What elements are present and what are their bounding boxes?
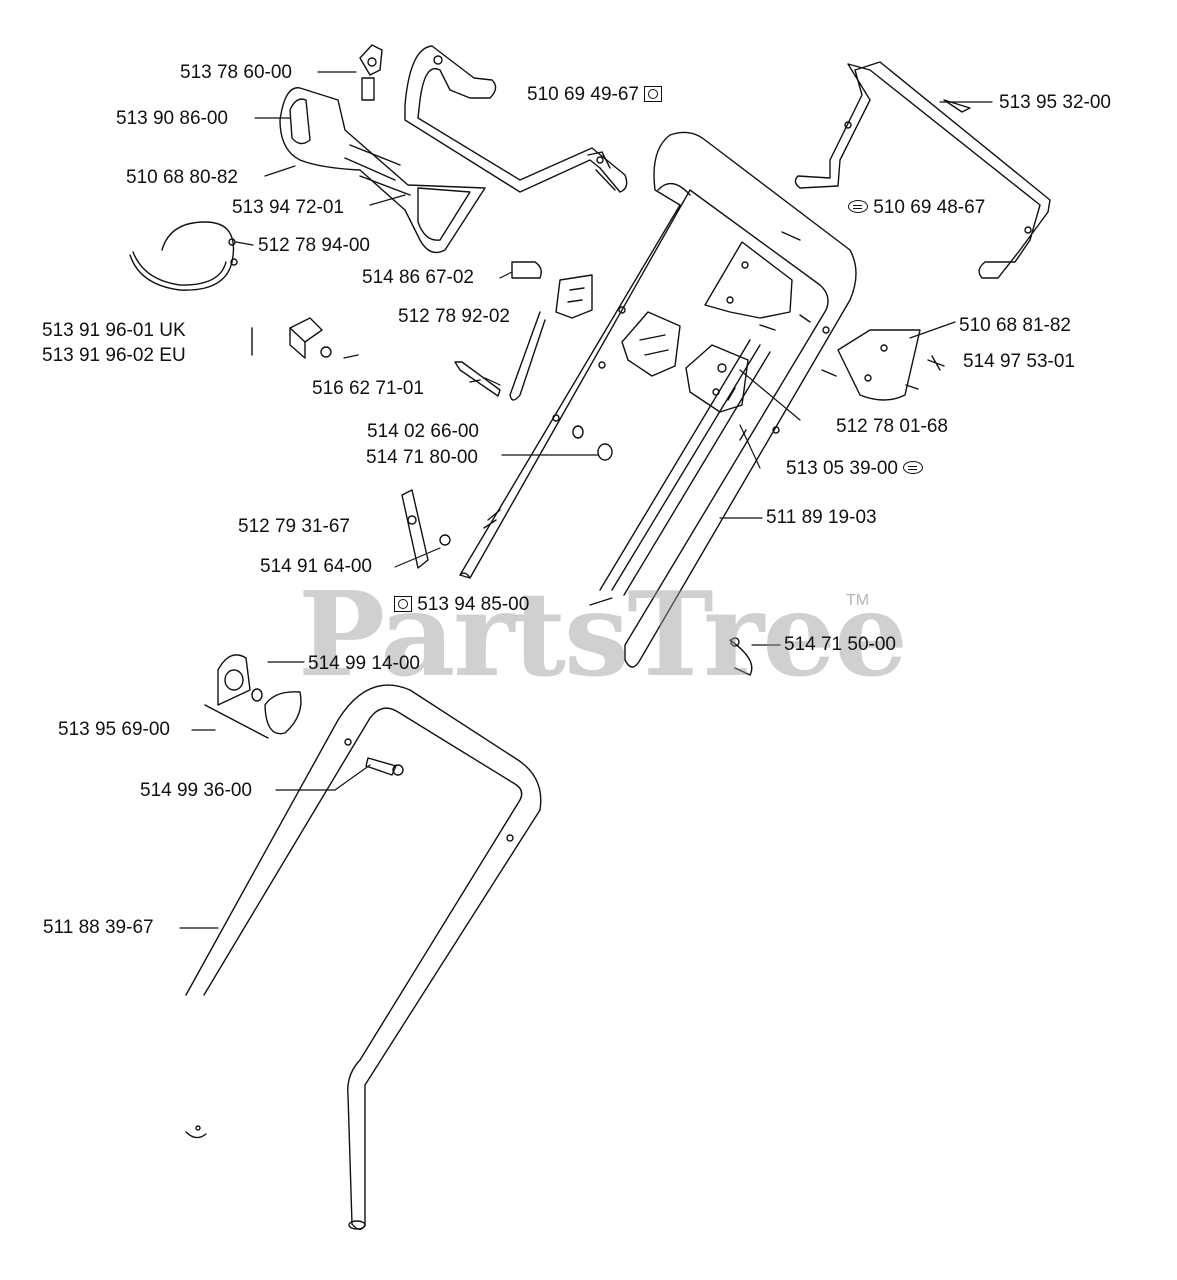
part-label-512-78-94-00[interactable]: 512 78 94-00 [258, 235, 370, 256]
part-label-512-78-92-02[interactable]: 512 78 92-02 [398, 306, 510, 327]
part-label-514-71-50-00[interactable]: 514 71 50-00 [784, 634, 896, 655]
cap-knob-part [204, 654, 302, 739]
part-label-514-02-66-00[interactable]: 514 02 66-00 [367, 421, 479, 442]
switch-box-part [509, 261, 593, 401]
part-label-513-90-86-00[interactable]: 513 90 86-00 [116, 108, 228, 129]
part-label-510-69-49-67[interactable]: 510 69 49-67 [527, 84, 663, 106]
part-label-513-91-96-02-eu[interactable]: 513 91 96-02 EU [42, 345, 186, 366]
part-label-512-78-01-68[interactable]: 512 78 01-68 [836, 416, 948, 437]
boxed-gear-icon [394, 596, 412, 612]
upper-handle-part [459, 131, 857, 668]
part-label-516-62-71-01[interactable]: 516 62 71-01 [312, 378, 424, 399]
part-label-510-68-81-82[interactable]: 510 68 81-82 [959, 315, 1071, 336]
boxed-gear-icon [644, 86, 663, 102]
part-label-513-94-85-00[interactable]: 513 94 85-00 [394, 594, 529, 616]
part-label-513-95-32-00[interactable]: 513 95 32-00 [999, 92, 1111, 113]
part-label-514-99-14-00[interactable]: 514 99 14-00 [308, 653, 420, 674]
part-label-514-91-64-00[interactable]: 514 91 64-00 [260, 556, 372, 577]
control-bar-left-part [404, 45, 628, 193]
grip-part [279, 87, 486, 254]
part-label-511-88-39-67[interactable]: 511 88 39-67 [43, 917, 154, 938]
connector-part [251, 317, 359, 359]
trademark-mark: TM [846, 592, 870, 609]
oval-stamp-icon [903, 461, 924, 474]
part-label-513-94-72-01[interactable]: 513 94 72-01 [232, 197, 344, 218]
leader-lines [179, 71, 993, 929]
bracket-plates [621, 231, 945, 413]
part-label-512-79-31-67[interactable]: 512 79 31-67 [238, 516, 350, 537]
part-label-513-78-60-00[interactable]: 513 78 60-00 [180, 62, 292, 83]
part-label-514-99-36-00[interactable]: 514 99 36-00 [140, 780, 252, 801]
oval-stamp-icon [848, 200, 868, 213]
part-label-513-05-39-00[interactable]: 513 05 39-00 [786, 458, 924, 480]
part-label-514-97-53-01[interactable]: 514 97 53-01 [963, 351, 1075, 372]
part-label-511-89-19-03[interactable]: 511 89 19-03 [766, 507, 877, 528]
part-label-514-71-80-00[interactable]: 514 71 80-00 [366, 447, 478, 468]
lower-handle-part [185, 684, 542, 1230]
part-label-510-68-80-82[interactable]: 510 68 80-82 [126, 167, 238, 188]
fastener-parts [365, 425, 753, 776]
control-bar-right-part [794, 61, 1051, 279]
part-label-514-86-67-02[interactable]: 514 86 67-02 [362, 267, 474, 288]
part-label-510-69-48-67[interactable]: 510 69 48-67 [848, 197, 985, 219]
strip-part [454, 361, 501, 397]
key-switch-part [359, 44, 383, 101]
cable-part [129, 221, 238, 291]
part-label-513-95-69-00[interactable]: 513 95 69-00 [58, 719, 170, 740]
part-label-513-91-96-01-uk[interactable]: 513 91 96-01 UK [42, 320, 186, 341]
partstree-watermark: PartsTree [298, 567, 908, 703]
